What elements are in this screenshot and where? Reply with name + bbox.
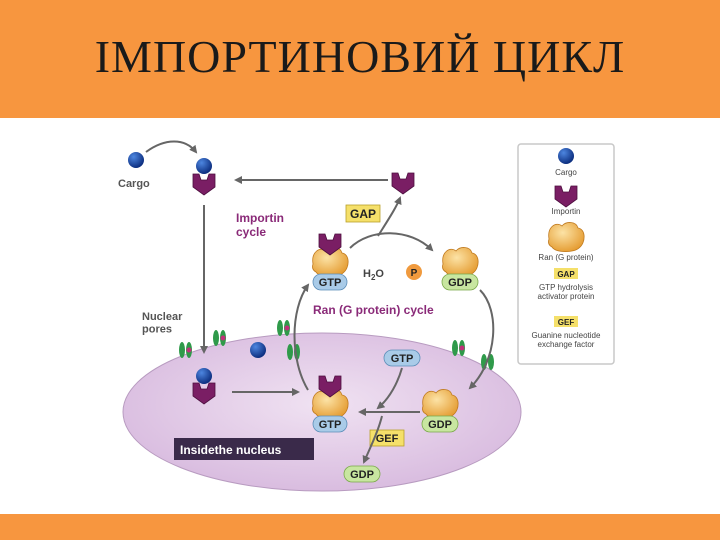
gtp-entry-arrow: [376, 367, 403, 410]
gtp-label: GTP: [319, 277, 342, 289]
phosphate-label: P: [411, 268, 418, 279]
importin-icon: [192, 173, 216, 196]
ran-cycle-label: Ran (G protein) cycle: [313, 303, 434, 317]
legend-ran-label: Ran (G protein): [538, 253, 593, 262]
gdp-label: GDP: [428, 419, 452, 431]
cargo-icon: [196, 158, 212, 174]
legend-cargo-label: Cargo: [555, 168, 577, 177]
water-label: H2O: [363, 268, 384, 282]
importin-icon: [391, 172, 415, 195]
cargo-icon: [196, 368, 212, 384]
legend-box: [517, 143, 615, 365]
gdp-label: GDP: [350, 469, 374, 481]
legend-importin-label: Importin: [552, 207, 581, 216]
hydrolysis-arrow: [349, 232, 434, 252]
label-line: pores: [142, 324, 172, 336]
page-title: ІМПОРТИНОВИЙ ЦИКЛ: [94, 30, 626, 82]
bottom-bar: [0, 514, 720, 540]
gdp-label: GDP: [448, 277, 472, 289]
importin-release-arrow: [377, 196, 402, 237]
ran-protein-icon: [442, 247, 479, 278]
gtp-label: GTP: [391, 353, 414, 365]
cargo-icon: [128, 152, 144, 168]
gef-badge: [369, 429, 405, 447]
gtp-badge: [383, 349, 421, 367]
ran-export-arrow: [293, 283, 310, 391]
legend-gef-badge: [554, 316, 578, 327]
nucleus-label: Insidethe nucleus: [180, 443, 282, 457]
label-line: activator protein: [538, 292, 595, 301]
gtp-badge: [312, 273, 348, 291]
gdp-badge: [421, 415, 459, 433]
gef-label: GEF: [376, 433, 399, 445]
export-arrow: [468, 289, 495, 390]
cargo-binding-arrow: [145, 140, 198, 154]
nucleus-label-box: [174, 438, 314, 460]
phosphate-icon: [406, 264, 422, 280]
gdp-badge: [343, 465, 381, 483]
label-line: exchange factor: [538, 340, 595, 349]
gtp-badge: [312, 415, 348, 433]
gdp-exit-arrow: [362, 415, 383, 464]
gap-label: GAP: [350, 207, 376, 221]
legend-cargo-icon: [558, 148, 574, 164]
label-line: cycle: [236, 225, 266, 239]
cargo-icon: [250, 342, 266, 358]
gtp-label: GTP: [319, 419, 342, 431]
legend-gap-badge: [554, 268, 578, 279]
cargo-label: Cargo: [118, 178, 150, 190]
legend-gap-label: GAP: [557, 270, 575, 279]
legend-gef-label: GEF: [558, 318, 575, 327]
title-bar: ІМПОРТИНОВИЙ ЦИКЛ: [0, 0, 720, 118]
gap-badge: [345, 204, 381, 223]
gdp-badge: [441, 273, 479, 291]
